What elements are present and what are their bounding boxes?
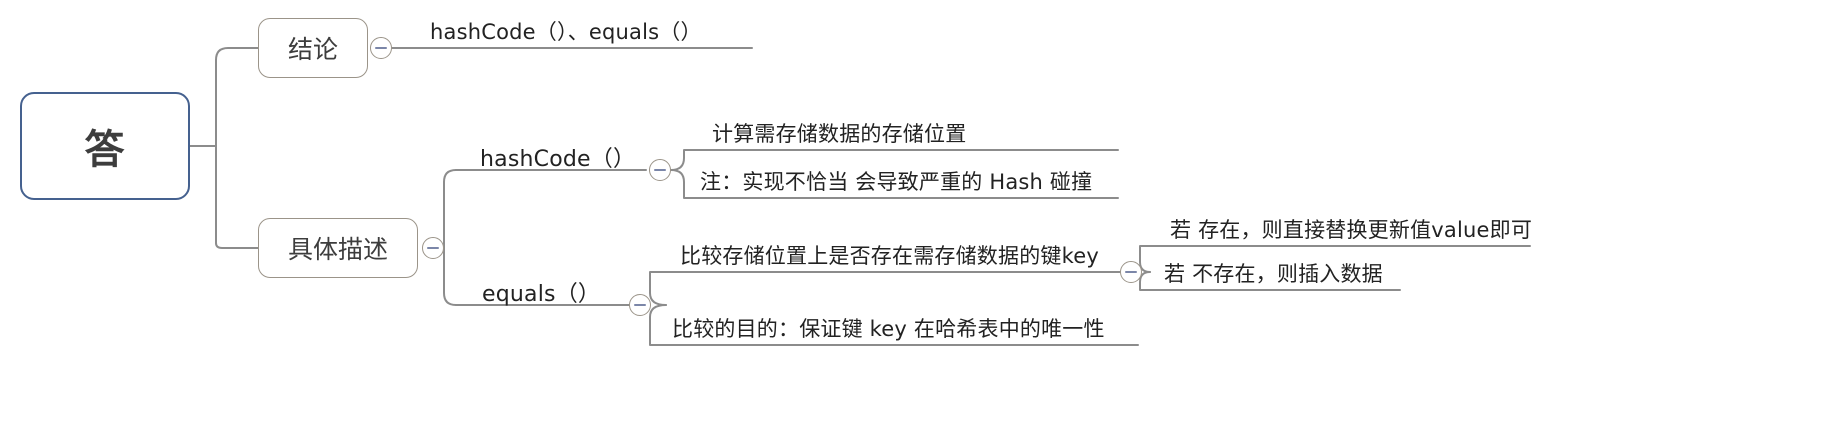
leaf-equals-grandchild-2[interactable]: 若 不存在，则插入数据	[1164, 258, 1383, 288]
edge-root-to-conclusion	[215, 47, 259, 61]
edge-root-to-detail	[215, 242, 259, 249]
leaf-hashcode-label: hashCode（）	[480, 147, 636, 172]
leaf-equals-label: equals（）	[482, 282, 601, 307]
leaf-equals-grandchild-1-label: 若 存在，则直接替换更新值value即可	[1170, 218, 1533, 242]
leaf-equals-child-2-label: 比较的目的：保证键 key 在哈希表中的唯一性	[672, 317, 1105, 341]
leaf-equals-child-1[interactable]: 比较存储位置上是否存在需存储数据的键key	[680, 240, 1099, 270]
minus-circle-icon-equals[interactable]	[629, 294, 651, 316]
leaf-hashcode-child-2[interactable]: 注：实现不恰当 会导致严重的 Hash 碰撞	[700, 166, 1092, 196]
minus-circle-icon-equals-child-1[interactable]	[1120, 261, 1142, 283]
leaf-equals[interactable]: equals（）	[482, 278, 600, 308]
leaf-hashcode-child-2-label: 注：实现不恰当 会导致严重的 Hash 碰撞	[700, 170, 1093, 194]
leaf-equals-child-1-label: 比较存储位置上是否存在需存储数据的键key	[680, 244, 1099, 268]
minus-circle-icon-detail[interactable]	[422, 237, 444, 259]
leaf-conclusion-methods[interactable]: hashCode（）、equals（）	[430, 14, 702, 46]
leaf-hashcode-child-1-label: 计算需存储数据的存储位置	[712, 122, 967, 146]
leaf-equals-child-2[interactable]: 比较的目的：保证键 key 在哈希表中的唯一性	[672, 313, 1105, 343]
root-node[interactable]: 答	[20, 92, 190, 200]
minus-circle-icon-hashcode[interactable]	[649, 159, 671, 181]
branch-node-detail-label: 具体描述	[287, 235, 388, 264]
branch-node-conclusion-label: 结论	[287, 35, 338, 64]
leaf-hashcode-child-1[interactable]: 计算需存储数据的存储位置	[712, 118, 966, 148]
leaf-equals-grandchild-1[interactable]: 若 存在，则直接替换更新值value即可	[1170, 214, 1532, 244]
edge-equals-child1	[649, 271, 1139, 306]
leaf-hashcode[interactable]: hashCode（）	[480, 143, 635, 173]
minus-circle-icon-conclusion[interactable]	[370, 37, 392, 59]
leaf-conclusion-methods-label: hashCode（）、equals（）	[430, 20, 702, 44]
leaf-equals-grandchild-2-label: 若 不存在，则插入数据	[1164, 262, 1383, 286]
edge-detail-spine-up	[443, 169, 457, 249]
root-node-label: 答	[84, 127, 126, 173]
edge-detail-spine-down	[443, 247, 457, 306]
branch-node-detail[interactable]: 具体描述	[258, 218, 418, 278]
branch-node-conclusion[interactable]: 结论	[258, 18, 368, 78]
